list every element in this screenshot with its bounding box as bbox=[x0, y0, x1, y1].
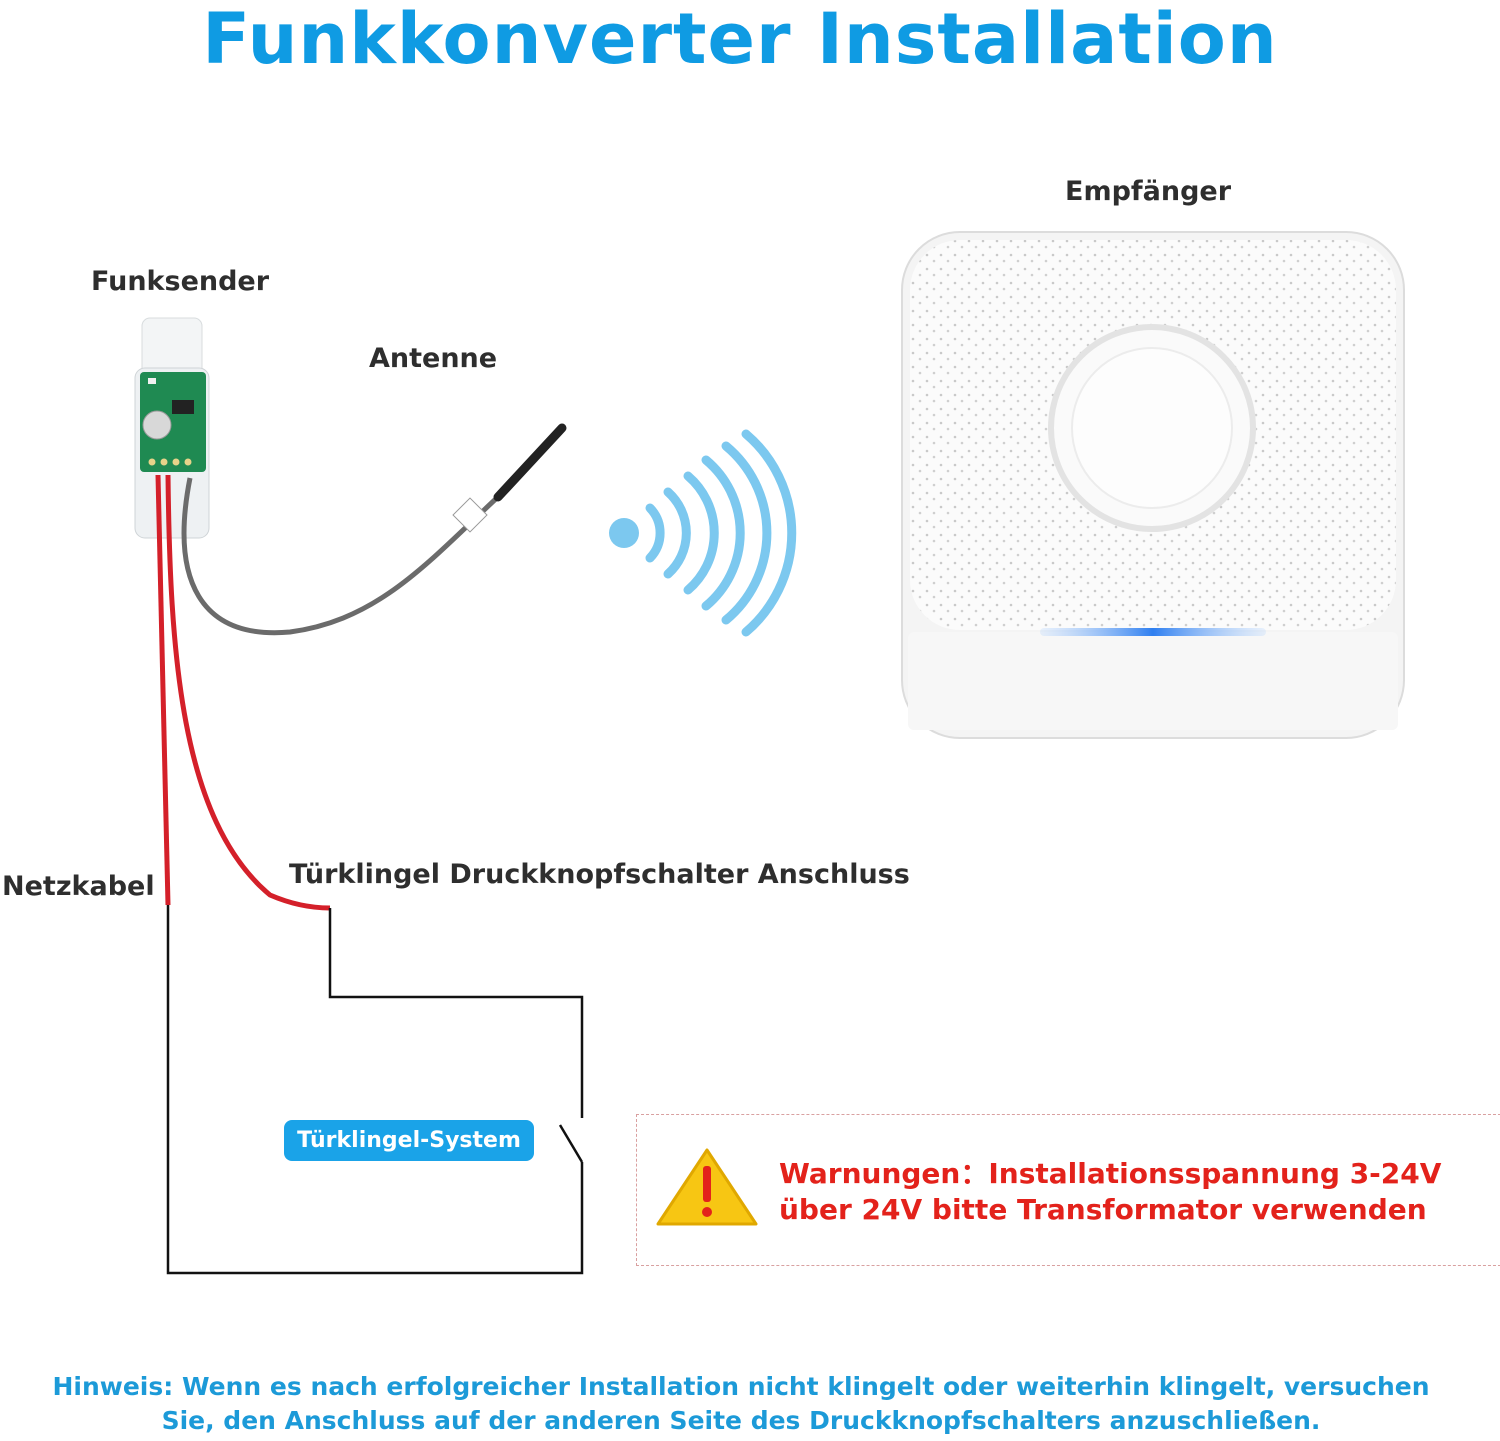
power-cable-label: Netzkabel bbox=[2, 871, 155, 902]
receiver-device bbox=[901, 231, 1405, 739]
button-connection-label: Türklingel Druckknopfschalter Anschluss bbox=[289, 859, 910, 890]
warning-triangle-icon bbox=[656, 1148, 758, 1226]
antenna-label: Antenne bbox=[369, 343, 498, 374]
hint-line-2: Sie, den Anschluss auf der anderen Seite… bbox=[161, 1406, 1321, 1435]
circuit-lines bbox=[166, 905, 584, 1275]
warning-box bbox=[636, 1114, 1500, 1266]
hint-line-1: Hinweis: Wenn es nach erfolgreicher Inst… bbox=[52, 1372, 1430, 1401]
doorbell-system-badge: Türklingel-System bbox=[284, 1120, 534, 1161]
transmitter-module bbox=[134, 317, 210, 539]
button-wire bbox=[165, 474, 331, 911]
antenna-wire bbox=[181, 477, 502, 636]
warning-line-2: über 24V bitte Transformator verwenden bbox=[779, 1193, 1427, 1226]
warning-text: Warnungen：Installationsspannung 3-24V üb… bbox=[779, 1156, 1441, 1228]
receiver-label: Empfänger bbox=[1065, 176, 1232, 207]
power-cable-wire bbox=[155, 474, 171, 906]
warning-line-1: Warnungen：Installationsspannung 3-24V bbox=[779, 1157, 1442, 1190]
antenna-tip bbox=[493, 423, 567, 502]
hint-text: Hinweis: Wenn es nach erfolgreicher Inst… bbox=[0, 1370, 1482, 1438]
transmitter-label: Funksender bbox=[91, 266, 270, 297]
page-title: Funkkonverter Installation bbox=[202, 0, 1278, 80]
wireless-signal-icon bbox=[609, 429, 797, 637]
